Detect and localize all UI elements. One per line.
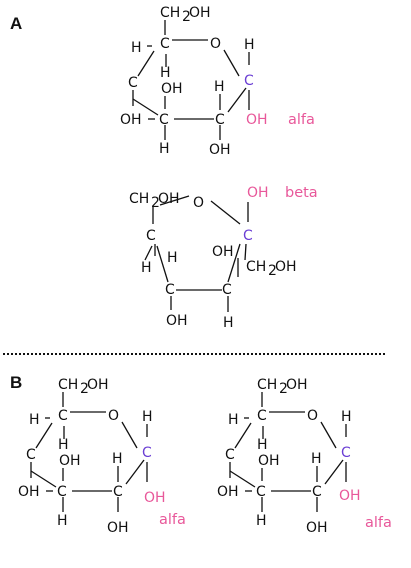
atom-oh-a2-c3: OH: [212, 244, 234, 260]
atom-h-b2-c5: H: [228, 412, 239, 428]
atom-oh-b1-c3: OH: [59, 453, 81, 469]
atom-sub2-a2-right: 2: [268, 263, 277, 279]
atom-oh-a1-c4: OH: [120, 112, 142, 128]
atom-c-a2-c4: C: [165, 282, 175, 298]
structure-a-furanose: CH 2 OH O OH beta C C H H OH CH 2 OH C C…: [129, 185, 318, 331]
anomeric-c-a1: C: [244, 73, 254, 89]
atom-oh-a2-c4: OH: [166, 313, 188, 329]
atom-ch2-a1: CH: [160, 5, 180, 21]
atom-h-b1-c5: H: [29, 412, 40, 428]
atom-h-b1-c2: H: [112, 451, 123, 467]
atom-sub2-b1: 2: [80, 381, 89, 397]
atom-c-b2-c2: C: [312, 484, 322, 500]
section-label-a: A: [10, 14, 22, 33]
anomeric-c-b1: C: [142, 445, 152, 461]
ring-oxygen-b1: O: [108, 408, 119, 424]
label-alfa-b2: alfa: [365, 515, 392, 531]
atom-oh-a1-top: OH: [189, 5, 211, 21]
atom-c-a1-c3: C: [159, 112, 169, 128]
atom-ch2-a2-right: CH: [246, 259, 266, 275]
atom-ch2-b1: CH: [58, 377, 78, 393]
atom-c-a1-c5: C: [160, 36, 170, 52]
atom-oh-b2-c3: OH: [258, 453, 280, 469]
ring-oxygen-a1: O: [210, 36, 221, 52]
atom-c-b2-c3: C: [256, 484, 266, 500]
atom-h-b1-c3-down: H: [57, 513, 68, 529]
atom-h-b2-c5-down: H: [257, 437, 268, 453]
atom-h-a1-c5: H: [131, 40, 142, 56]
structure-b-right: CH 2 OH H C O H H C C OH H OH C C OH alf…: [217, 377, 392, 536]
anomeric-c-a2: C: [243, 228, 253, 244]
atom-oh-b2-c4: OH: [217, 484, 239, 500]
label-alfa-b1: alfa: [159, 512, 186, 528]
atom-h-b2-c1: H: [341, 409, 352, 425]
label-alfa-a1: alfa: [288, 112, 315, 128]
atom-c-b1-c4: C: [26, 447, 36, 463]
atom-oh-b1-top: OH: [87, 377, 109, 393]
atom-h-a2-c5: H: [141, 260, 152, 276]
atom-oh-a1-c2: OH: [209, 142, 231, 158]
atom-sub2-a2: 2: [151, 195, 160, 211]
atom-oh-b1-c4: OH: [18, 484, 40, 500]
atom-h-a2-c3: H: [223, 315, 234, 331]
atom-h-b2-c3-down: H: [256, 513, 267, 529]
atom-c-a1-c2: C: [215, 112, 225, 128]
atom-oh-a2-right: OH: [275, 259, 297, 275]
atom-oh-b1-c2: OH: [107, 520, 129, 536]
atom-sub2-a1: 2: [182, 9, 191, 25]
anomeric-oh-b1: OH: [144, 490, 166, 506]
atom-h-b1-c1: H: [142, 409, 153, 425]
atom-c-b1-c5: C: [58, 408, 68, 424]
atom-h-a1-c3-down: H: [159, 141, 170, 157]
structure-b-left: CH 2 OH H C O H H C C OH H OH C C OH alf…: [18, 377, 186, 536]
atom-h-b2-c2: H: [311, 451, 322, 467]
atom-c-b2-c5: C: [257, 408, 267, 424]
atom-ch2-b2: CH: [257, 377, 277, 393]
atom-c-a1-c4: C: [128, 75, 138, 91]
atom-ch2-a2: CH: [129, 191, 149, 207]
structure-a-pyranose: CH 2 OH H C O H H C C OH H OH C C OH alf…: [120, 5, 315, 158]
atom-c-a2-c5: C: [146, 228, 156, 244]
atom-sub2-b2: 2: [279, 381, 288, 397]
atom-h-a1-c5-down: H: [160, 65, 171, 81]
anomeric-oh-a1: OH: [246, 112, 268, 128]
ring-oxygen-a2: O: [193, 195, 204, 211]
anomeric-oh-b2: OH: [339, 488, 361, 504]
section-label-b: B: [10, 373, 22, 392]
label-beta-a2: beta: [285, 185, 318, 201]
anomeric-c-b2: C: [341, 445, 351, 461]
atom-c-b2-c4: C: [225, 447, 235, 463]
atom-oh-b2-top: OH: [286, 377, 308, 393]
atom-c-a2-c3: C: [222, 282, 232, 298]
atom-h-a1-c1: H: [244, 37, 255, 53]
ring-oxygen-b2: O: [307, 408, 318, 424]
atom-h-a1-c2: H: [214, 79, 225, 95]
atom-c-b1-c2: C: [113, 484, 123, 500]
atom-c-b1-c3: C: [57, 484, 67, 500]
atom-oh-a1-c3: OH: [161, 81, 183, 97]
anomeric-oh-a2: OH: [247, 185, 269, 201]
atom-oh-b2-c2: OH: [306, 520, 328, 536]
atom-h-a2-c4: H: [167, 250, 178, 266]
atom-h-b1-c5-down: H: [58, 437, 69, 453]
atom-oh-a2-top: OH: [158, 191, 180, 207]
